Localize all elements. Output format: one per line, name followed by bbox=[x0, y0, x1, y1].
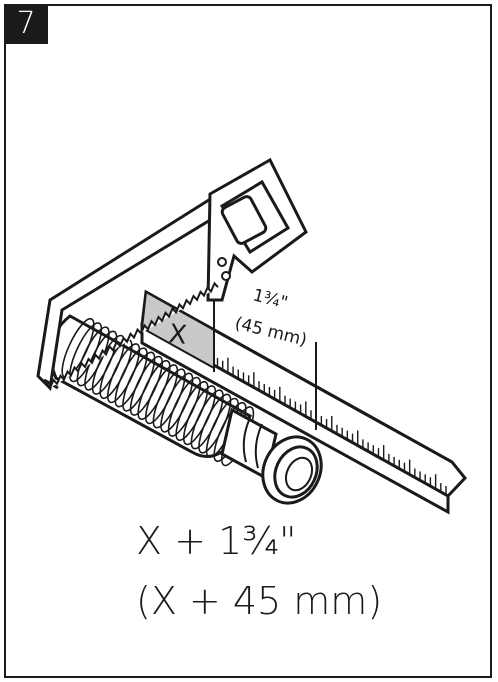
formula-imperial: X + 1¾" bbox=[136, 519, 297, 563]
formula-metric: (X + 45 mm) bbox=[136, 579, 383, 623]
x-label: X bbox=[167, 319, 188, 351]
dimension-inch-label: 1¾" bbox=[251, 285, 290, 313]
step-number-badge: 7 bbox=[4, 4, 48, 44]
hose-end-fitting bbox=[220, 407, 323, 505]
saw-blade-teeth bbox=[49, 281, 219, 389]
hose-ribs bbox=[61, 317, 255, 467]
hacksaw bbox=[36, 157, 308, 392]
